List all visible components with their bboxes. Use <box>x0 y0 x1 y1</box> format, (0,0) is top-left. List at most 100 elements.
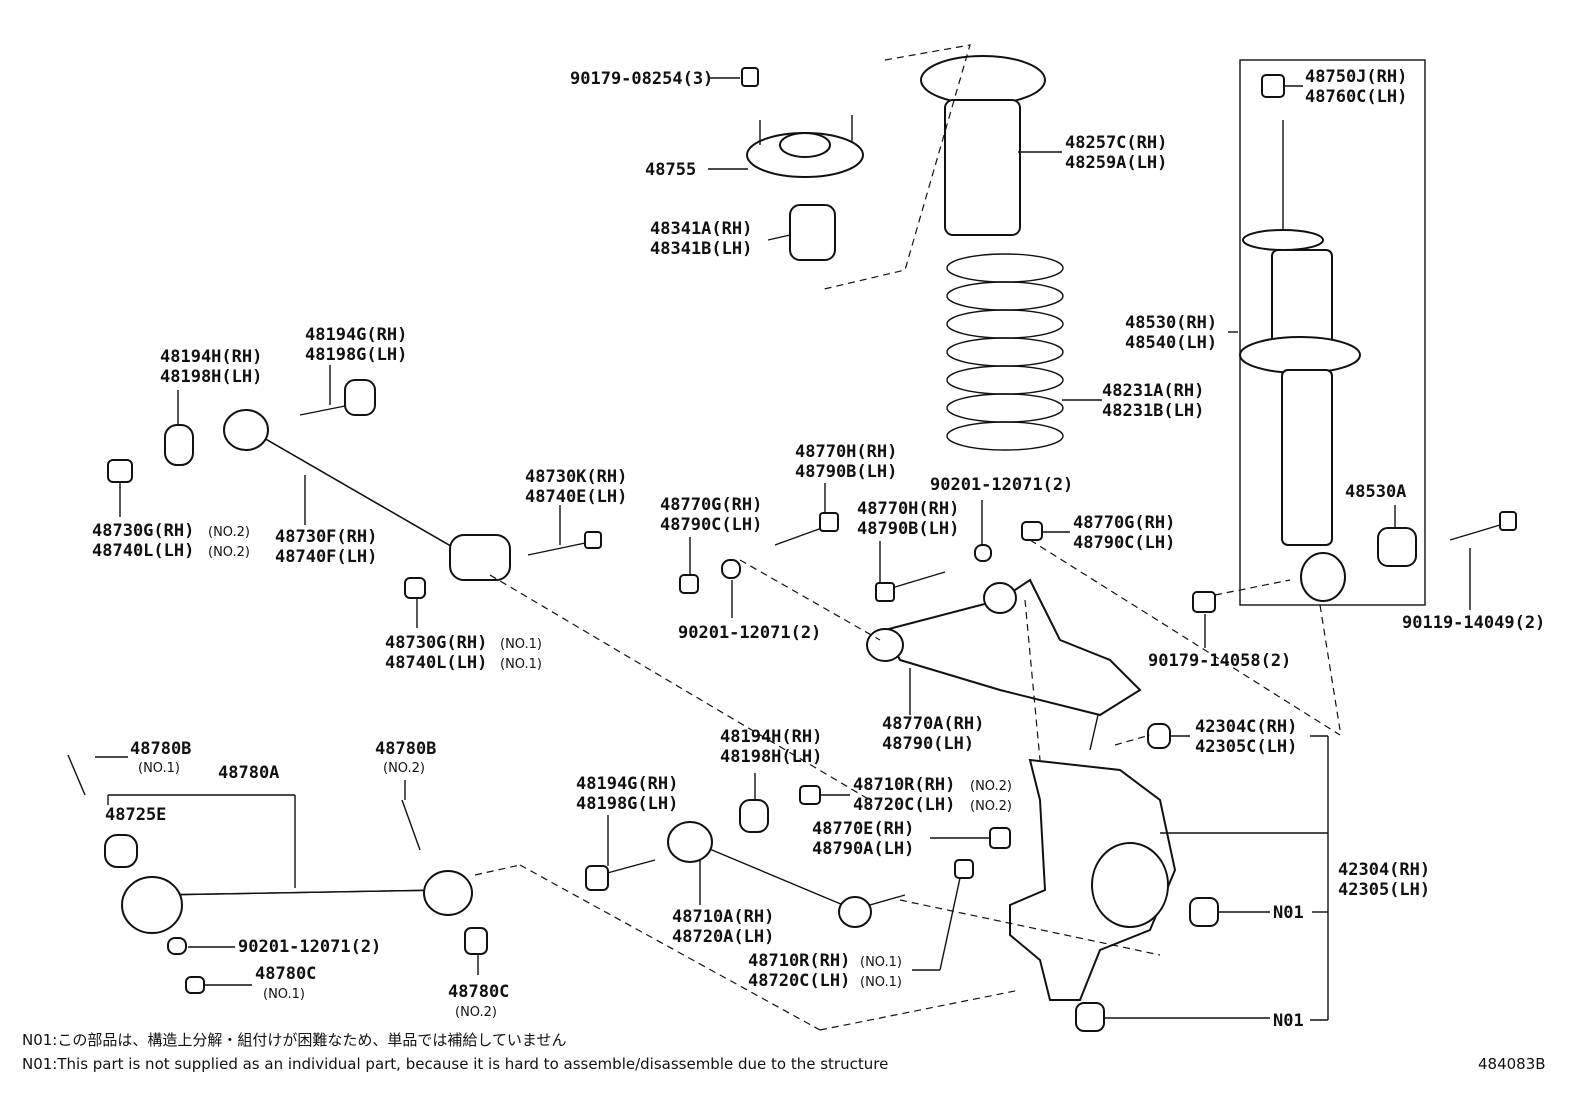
label-42305: 42305(LH) <box>1338 880 1430 900</box>
label-48341A: 48341A(RH) <box>650 219 752 239</box>
leader-lines <box>95 77 1471 1021</box>
diagram-code: 484083B <box>1478 1055 1546 1073</box>
label-48790B-a: 48790B(LH) <box>795 462 897 482</box>
label-no1-f: (NO.1) <box>263 987 305 1002</box>
upper-control-arm-48770A <box>883 578 1142 717</box>
dust-boot-48257 <box>944 99 1021 236</box>
dash-upper-support-group <box>819 44 971 291</box>
bump-stopper-48341 <box>789 204 836 261</box>
part-drawings <box>67 55 1517 1032</box>
label-48341B: 48341B(LH) <box>650 239 752 259</box>
label-42304: 42304(RH) <box>1338 860 1430 880</box>
label-48194H-b: 48194H(RH) <box>720 727 822 747</box>
bolt-48780B-a <box>67 754 86 796</box>
label-48720C-b: 48720C(LH) <box>748 971 850 991</box>
note-japanese: N01:この部品は、構造上分解・組付けが困難なため、単品では補給していません <box>22 1031 566 1049</box>
shock-absorber-box <box>1239 59 1426 606</box>
label-48725E: 48725E <box>105 805 166 825</box>
dash-nut-right <box>1029 539 1341 736</box>
label-48740L-b: 48740L(LH) <box>385 653 487 673</box>
label-48760C: 48760C(LH) <box>1305 87 1407 107</box>
label-48730G-a: 48730G(RH) <box>92 521 194 541</box>
cam-bolt-48194G-b <box>599 859 656 876</box>
cam-bolt-head-a <box>344 379 376 416</box>
label-48790C-a: 48790C(LH) <box>660 515 762 535</box>
bolt-48730K <box>527 541 591 556</box>
nut-48730G-b <box>404 577 426 599</box>
washer-90201-a <box>721 559 741 579</box>
label-48194G-b: 48194G(RH) <box>576 774 678 794</box>
label-48770G-a: 48770G(RH) <box>660 495 762 515</box>
label-48720C-a: 48720C(LH) <box>853 795 955 815</box>
label-48780A: 48780A <box>218 763 279 783</box>
label-48780B-a: 48780B <box>130 739 191 759</box>
label-no1-d: (NO.1) <box>860 975 902 990</box>
nut-48780C-b <box>464 927 488 955</box>
label-90179-14058: 90179-14058(2) <box>1148 651 1291 671</box>
label-48710A: 48710A(RH) <box>672 907 774 927</box>
lower-arm-bush <box>121 876 183 934</box>
bushing-42304C <box>1147 723 1171 749</box>
label-48780C-b: 48780C <box>448 982 509 1002</box>
upper-link-end <box>449 534 511 581</box>
label-42304C: 42304C(RH) <box>1195 717 1297 737</box>
bushing-n01-b <box>1075 1002 1105 1032</box>
nut-48770E <box>989 827 1011 849</box>
label-90201-12071-a: 90201-12071(2) <box>930 475 1073 495</box>
label-48740E: 48740E(LH) <box>525 487 627 507</box>
label-48198G-a: 48198G(LH) <box>305 345 407 365</box>
washer-90201-c <box>167 937 187 955</box>
cam-bolt-head-b <box>585 865 609 891</box>
upper-link-bush <box>223 409 269 451</box>
dash-lower-arm-c <box>819 989 1021 1031</box>
dash-lower-arm-a <box>474 864 521 876</box>
upper-support-hub <box>779 132 831 158</box>
label-48780C-a: 48780C <box>255 964 316 984</box>
label-48770G-b: 48770G(RH) <box>1073 513 1175 533</box>
upper-link-inner <box>249 429 476 561</box>
lower-arm-end <box>423 870 473 916</box>
bolt-48780B-b <box>401 799 421 851</box>
shock-upper-seat <box>1242 229 1324 251</box>
dash-nut-shock <box>1214 579 1291 596</box>
lower-arm-inner <box>154 889 446 896</box>
cam-bolt-48194G-a <box>299 404 351 416</box>
part-labels: 90179-08254(3) 48755 48341A(RH) 48341B(L… <box>92 67 1545 1031</box>
label-48790B-b: 48790B(LH) <box>857 519 959 539</box>
nut-48710R-a <box>799 785 821 805</box>
nut-48770G-a <box>679 574 699 594</box>
label-48231B: 48231B(LH) <box>1102 401 1204 421</box>
label-48530: 48530(RH) <box>1125 313 1217 333</box>
label-48770A: 48770A(RH) <box>882 714 984 734</box>
bushing-n01-a <box>1189 897 1219 927</box>
dash-washer <box>739 559 881 641</box>
cam-plate-48194H-a <box>164 424 194 466</box>
leader-48341 <box>767 234 791 241</box>
coil-spring-48231 <box>946 253 1064 451</box>
upper-arm-bush-rear <box>983 582 1017 614</box>
label-90179-08254: 90179-08254(3) <box>570 69 713 89</box>
toe-link-ball-end <box>838 896 872 928</box>
label-no1-e: (NO.1) <box>138 761 180 776</box>
label-48231A: 48231A(RH) <box>1102 381 1204 401</box>
label-90201-12071-c: 90201-12071(2) <box>238 937 381 957</box>
nut-48780C-a <box>185 976 205 994</box>
label-48530A: 48530A <box>1345 482 1406 502</box>
dash-bush <box>1114 734 1151 746</box>
shock-lower-eye <box>1300 552 1346 602</box>
label-48259A: 48259A(LH) <box>1065 153 1167 173</box>
label-48740L-a: 48740L(LH) <box>92 541 194 561</box>
label-48740F: 48740F(LH) <box>275 547 377 567</box>
label-no2-e: (NO.2) <box>383 761 425 776</box>
label-48198G-b: 48198G(LH) <box>576 794 678 814</box>
note-english: N01:This part is not supplied as an indi… <box>22 1055 888 1073</box>
bolt-48730K-head <box>584 531 602 549</box>
label-48730F: 48730F(RH) <box>275 527 377 547</box>
bolt-48770H-b-head <box>875 582 895 602</box>
label-48755: 48755 <box>645 160 696 180</box>
label-48790A: 48790A(LH) <box>812 839 914 859</box>
toe-link-stud <box>869 894 906 906</box>
dash-shock-knuckle <box>1319 604 1341 731</box>
label-90201-12071-b: 90201-12071(2) <box>678 623 821 643</box>
